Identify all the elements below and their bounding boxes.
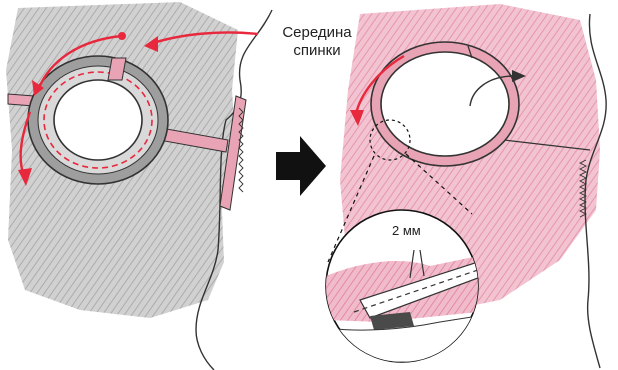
armhole-opening bbox=[54, 80, 142, 160]
arrow-right-icon bbox=[276, 136, 326, 196]
back-center-label: Середина спинки bbox=[262, 24, 372, 60]
zoom-detail bbox=[326, 256, 478, 362]
red-arrow-top-start-dot bbox=[118, 32, 126, 40]
bound-ring-inner bbox=[381, 52, 509, 156]
seam-allowance-label: 2 мм bbox=[392, 222, 421, 240]
back-center-label-line2: спинки bbox=[262, 42, 372, 60]
back-center-label-line1: Середина bbox=[262, 24, 372, 42]
left-panel bbox=[6, 2, 272, 370]
